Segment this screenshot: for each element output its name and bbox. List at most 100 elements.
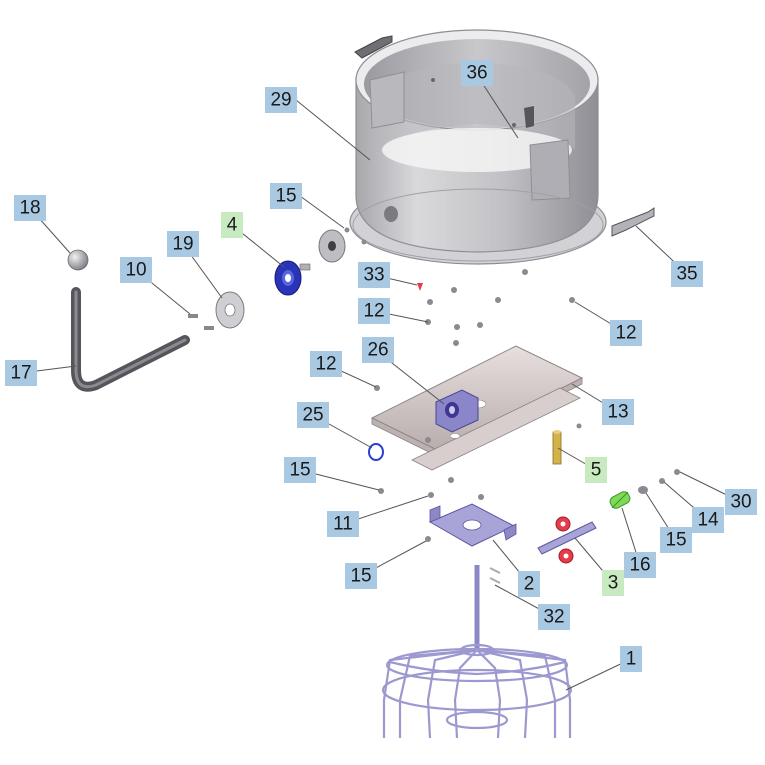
callout-1: 1 [620, 646, 642, 672]
callout-11: 11 [327, 511, 359, 537]
callout-label-15-lower: 15 [350, 566, 371, 587]
callout-label-14: 14 [697, 510, 719, 531]
callout-box-15-upper [270, 183, 302, 209]
callout-label-19: 19 [172, 234, 193, 255]
washer-part-15-upper [318, 229, 346, 263]
callout-box-5 [585, 457, 607, 483]
drum-part-29 [349, 29, 607, 265]
callout-label-32: 32 [543, 607, 564, 628]
callout-box-15-right [660, 527, 692, 553]
callout-4: 4 [221, 212, 243, 238]
callout-label-30: 30 [730, 492, 751, 513]
callout-12-b: 12 [610, 320, 642, 346]
callout-13: 13 [602, 399, 634, 425]
washer-part-19 [215, 291, 245, 329]
callout-label-15-upper: 15 [275, 186, 296, 207]
callout-label-4: 4 [227, 215, 238, 236]
callout-box-4 [221, 212, 243, 238]
screw-part-10 [188, 314, 214, 330]
callout-box-15-lower [345, 563, 377, 589]
callout-15-upper: 15 [270, 183, 302, 209]
callout-box-1 [620, 646, 642, 672]
callout-33: 33 [358, 262, 390, 288]
callout-label-15-right: 15 [665, 530, 686, 551]
callout-3: 3 [602, 570, 624, 596]
callout-5: 5 [585, 457, 607, 483]
callout-box-14 [692, 507, 724, 533]
callout-box-3 [602, 570, 624, 596]
callout-label-3: 3 [608, 573, 619, 594]
knob-ball-part-18 [67, 249, 89, 271]
callout-12-a: 12 [358, 298, 390, 324]
red-tip-part-33 [417, 283, 423, 291]
wire-basket-part-1 [381, 565, 573, 739]
blue-knob-part-4 [274, 260, 311, 296]
callout-label-15-mid: 15 [289, 460, 310, 481]
callout-label-35: 35 [676, 264, 697, 285]
callout-box-35 [671, 261, 703, 287]
callout-label-13: 13 [607, 402, 628, 423]
callout-box-25 [297, 402, 329, 428]
callout-19: 19 [167, 231, 199, 257]
latch-part-35 [611, 207, 655, 237]
callout-35: 35 [671, 261, 703, 287]
callout-label-33: 33 [363, 265, 384, 286]
callout-25: 25 [297, 402, 329, 428]
callout-32: 32 [538, 604, 570, 630]
screws-part-12-cluster [344, 227, 575, 391]
callout-label-18: 18 [19, 198, 40, 219]
callout-box-11 [327, 511, 359, 537]
callout-label-26: 26 [367, 340, 388, 361]
gold-pin-part-5 [552, 430, 562, 465]
callout-label-16: 16 [629, 555, 650, 576]
lower-plate-part-2 [428, 503, 517, 547]
fasteners-lower [378, 423, 582, 542]
callout-label-2: 2 [524, 574, 535, 595]
callout-15-mid: 15 [284, 457, 316, 483]
callout-label-10: 10 [125, 260, 146, 281]
callout-label-12-a: 12 [363, 301, 384, 322]
callout-box-19 [167, 231, 199, 257]
callout-14: 14 [692, 507, 724, 533]
spring-part-16 [609, 491, 631, 509]
callout-box-29 [265, 87, 297, 113]
callout-box-17 [5, 360, 37, 386]
callout-12-c: 12 [310, 351, 342, 377]
fasteners-right [638, 469, 680, 494]
callout-box-33 [358, 262, 390, 288]
callout-box-16 [624, 552, 656, 578]
callout-label-5: 5 [591, 460, 602, 481]
callout-label-36: 36 [466, 63, 487, 84]
callout-box-10 [120, 257, 152, 283]
callout-box-12-c [310, 351, 342, 377]
callout-box-26 [362, 337, 394, 363]
callout-15-right: 15 [660, 527, 692, 553]
callout-36: 36 [461, 60, 493, 86]
callout-26: 26 [362, 337, 394, 363]
callout-label-1: 1 [626, 649, 637, 670]
handle-tube-part-17 [71, 287, 190, 392]
lever-part-3 [537, 516, 597, 564]
bracket-part-36-top [354, 35, 393, 59]
callout-15-lower: 15 [345, 563, 377, 589]
callout-box-2 [518, 571, 540, 597]
callout-box-18 [14, 195, 46, 221]
callout-18: 18 [14, 195, 46, 221]
callout-2: 2 [518, 571, 540, 597]
callout-17: 17 [5, 360, 37, 386]
callout-29: 29 [265, 87, 297, 113]
callout-box-30 [725, 489, 757, 515]
callout-16: 16 [624, 552, 656, 578]
callout-box-32 [538, 604, 570, 630]
callout-label-29: 29 [270, 90, 291, 111]
callout-label-11: 11 [333, 514, 353, 535]
callout-box-36 [461, 60, 493, 86]
callout-box-12-a [358, 298, 390, 324]
callout-box-13 [602, 399, 634, 425]
bearing-block-part-26 [435, 389, 479, 433]
o-ring-part-25 [368, 443, 384, 461]
callout-10: 10 [120, 257, 152, 283]
callout-30: 30 [725, 489, 757, 515]
callout-label-25: 25 [302, 405, 323, 426]
